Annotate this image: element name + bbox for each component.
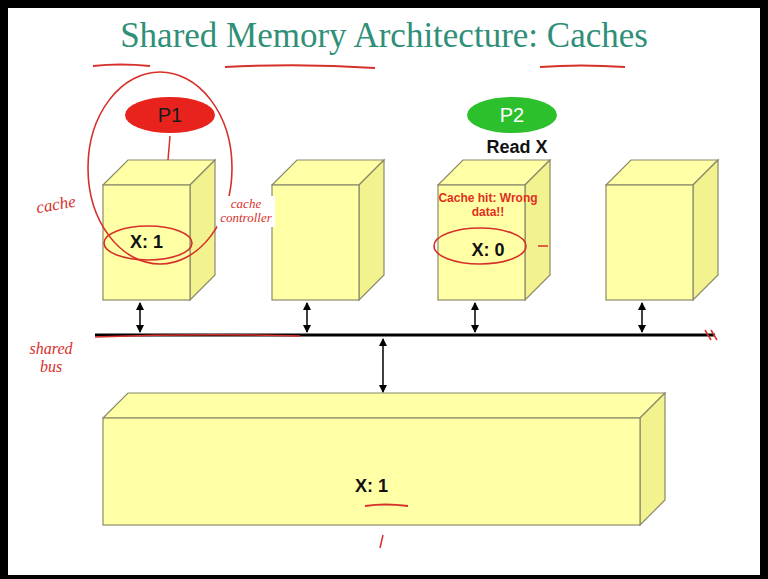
hand-note: cache controller xyxy=(217,196,275,227)
processor-ellipse: P2 xyxy=(467,97,557,133)
slide-title: Shared Memory Architecture: Caches xyxy=(0,16,768,56)
memory-box: X: 1 xyxy=(103,418,640,525)
hand-note: shared bus xyxy=(20,340,82,375)
processor-ellipse: P1 xyxy=(125,97,215,133)
node-text: P1 xyxy=(158,103,182,127)
node-text: X: 1 xyxy=(355,476,388,498)
action-label: Read X xyxy=(472,138,562,158)
node-text: X: 0 xyxy=(471,240,504,262)
node-text: P2 xyxy=(500,103,524,127)
cache-box: X: 1 xyxy=(103,185,190,300)
cache-box: Cache hit: Wrong data!! X: 0 xyxy=(438,185,538,300)
node-text: Cache hit: Wrong data!! xyxy=(438,191,538,220)
node-text: X: 1 xyxy=(130,232,163,254)
